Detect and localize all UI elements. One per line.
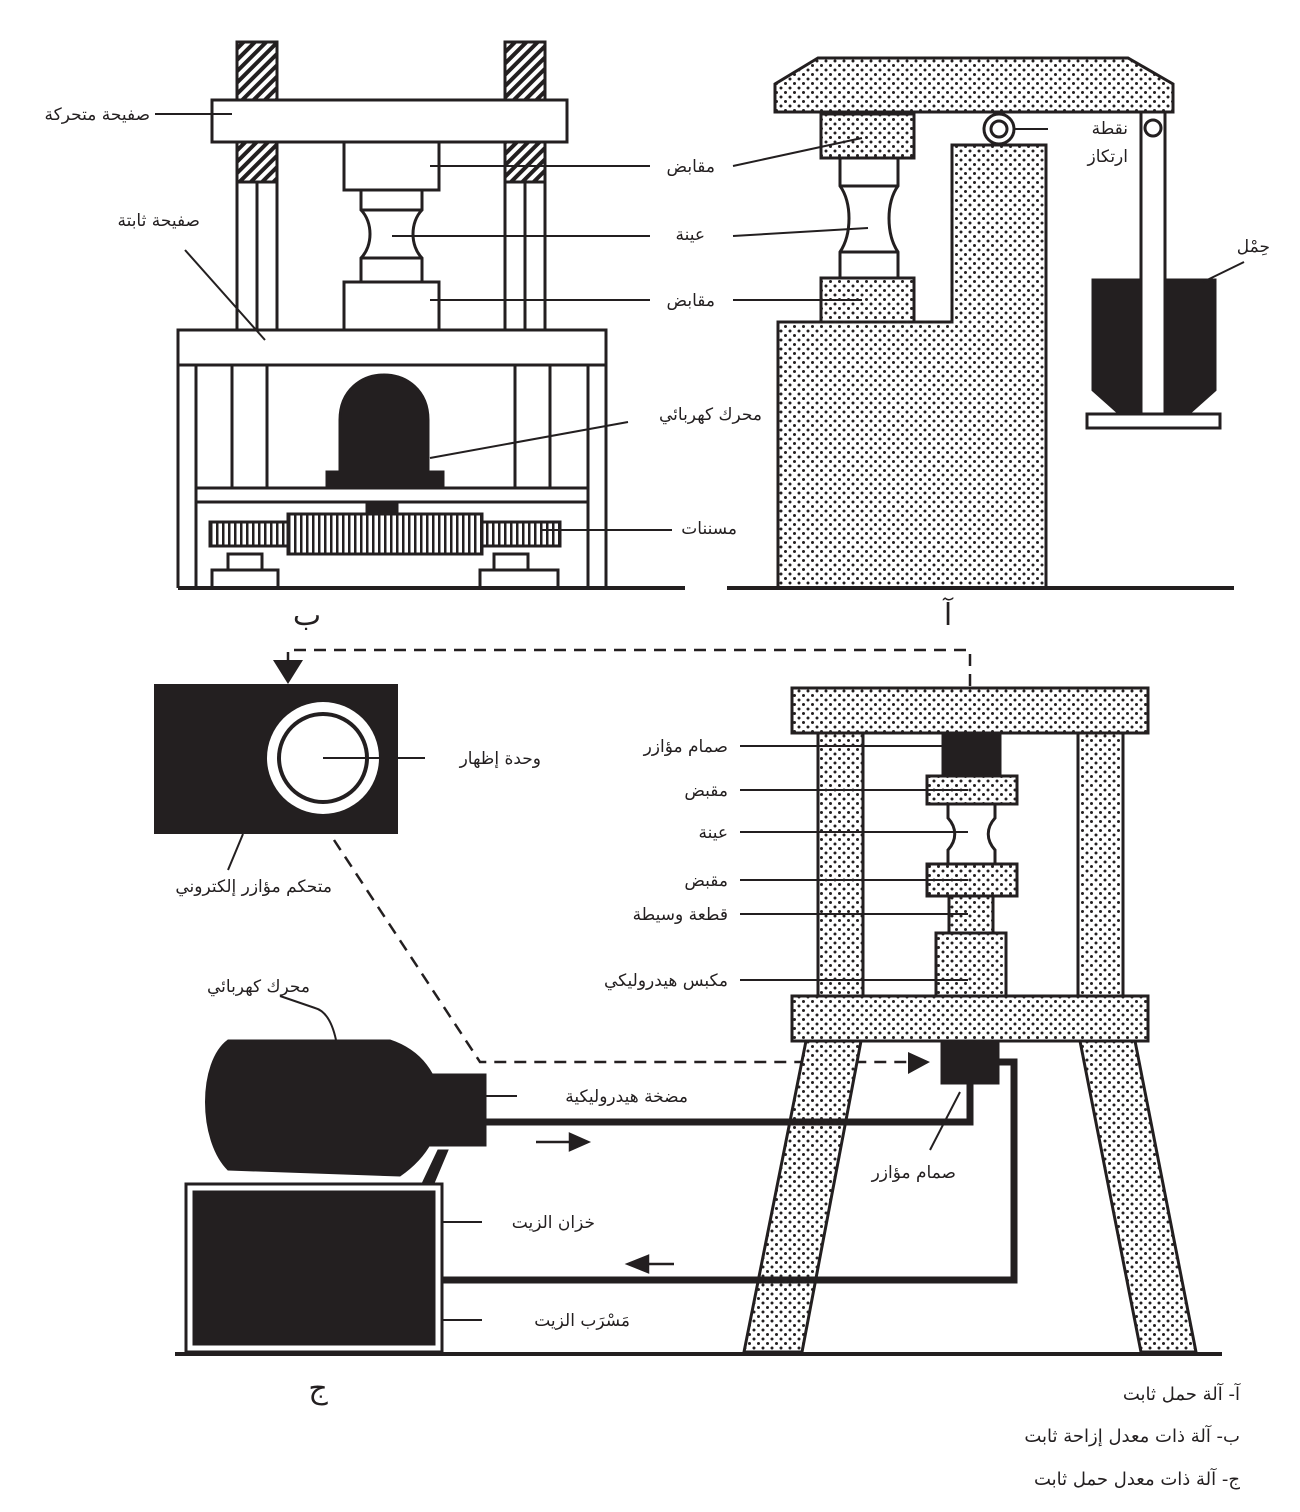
label-grips-top-b: مقابض [667, 157, 715, 177]
electronic-servo-controller [154, 684, 425, 871]
panel-a-constant-load-machine [727, 56, 1245, 590]
control-signal-lines [286, 648, 972, 1064]
column-top-left [235, 40, 279, 102]
gear-large [286, 512, 484, 556]
label-hydraulic-press: مكبس هيدروليكي [604, 971, 728, 991]
label-load: حِمْل [1237, 237, 1270, 257]
label-specimen-c: عينة [698, 823, 728, 843]
frame-leg-right [1076, 731, 1125, 998]
legend-item-c: ج- آلة ذات معدل حمل ثابت [1034, 1467, 1240, 1490]
electric-motor-b [338, 373, 430, 476]
panel-a-labels: نقطة ارتكاز حِمْل آ [942, 119, 1270, 633]
flow-arrow-right [568, 1132, 592, 1152]
frame-leg-left [816, 731, 865, 998]
label-oil-tank: خزان الزيت [512, 1213, 595, 1233]
panel-c-frame [742, 686, 1198, 1354]
load-hanger [1139, 110, 1167, 416]
servo-valve-bottom [940, 1039, 1000, 1085]
label-oil-drain: مَسْرَب الزيت [534, 1311, 630, 1331]
servo-valve-top [941, 731, 1002, 778]
hydraulic-lines [440, 1058, 1018, 1284]
stand-leg-right [1078, 1039, 1198, 1354]
hydraulic-press [934, 931, 1008, 998]
panel-letter-c: ج [308, 1371, 328, 1406]
panel-c-labels: صمام مؤازر مقبض عينة مقبض قطعة وسيطة مكب… [175, 737, 956, 1406]
column-top-right [503, 40, 547, 102]
label-display-unit: وحدة إظهار [459, 749, 541, 769]
panel-b-constant-displacement-machine [155, 40, 685, 590]
upper-grip-a [819, 112, 916, 160]
label-servo-valve-top: صمام مؤازر [643, 737, 728, 757]
label-gears: مسننات [681, 519, 737, 539]
frame-body-a [776, 143, 1048, 590]
legend: آ- آلة حمل ثابت ب- آلة ذات معدل إزاحة ثا… [1024, 1382, 1241, 1490]
lever-beam [773, 56, 1175, 114]
oil-tank [184, 1182, 444, 1354]
moving-plate [210, 98, 569, 144]
label-pivot-line2: ارتكاز [1087, 147, 1128, 167]
electric-motor-c [205, 1039, 487, 1189]
label-motor-b: محرك كهربائي [659, 405, 762, 425]
label-servo-valve-bottom: صمام مؤازر [871, 1163, 956, 1183]
specimen-c [946, 802, 997, 866]
label-hydraulic-pump: مضخة هيدروليكية [565, 1087, 688, 1107]
hydraulic-pump [411, 1073, 487, 1147]
label-grips-bottom-b: مقابض [667, 291, 715, 311]
label-spacer: قطعة وسيطة [633, 905, 728, 925]
lower-grip [342, 280, 441, 332]
stand-leg-left [742, 1039, 863, 1354]
label-grip-top-c: مقبض [684, 781, 728, 801]
label-motor-c: محرك كهربائي [207, 977, 310, 997]
frame-top-crosshead [790, 686, 1150, 735]
column-mid-left [235, 140, 279, 184]
fixed-plate [176, 328, 608, 367]
panel-letter-a: آ [942, 597, 954, 633]
column-mid-right [503, 140, 547, 184]
legend-item-a: آ- آلة حمل ثابت [1123, 1382, 1241, 1405]
panel-letter-b: ب [293, 598, 321, 633]
panel-b-labels: صفيحة متحركة صفيحة ثابتة مقابض عينة مقاب… [45, 105, 762, 633]
label-grip-bottom-c: مقبض [684, 871, 728, 891]
load-weight [1091, 278, 1143, 416]
legend-item-b: ب- آلة ذات معدل إزاحة ثابت [1024, 1424, 1240, 1447]
label-fixed-plate: صفيحة ثابتة [117, 211, 200, 231]
frame-bottom-crosshead [790, 994, 1150, 1043]
label-pivot-line1: نقطة [1092, 119, 1128, 139]
flow-arrow-left [624, 1254, 650, 1274]
arrow-to-controller [273, 660, 303, 684]
label-moving-plate: صفيحة متحركة [45, 105, 150, 125]
arrow-to-servo-valve [908, 1052, 930, 1074]
specimen-a [838, 156, 900, 280]
label-electronic-controller: متحكم مؤازر إلكتروني [175, 877, 332, 897]
upper-grip [342, 140, 441, 192]
gear-crossbar [194, 486, 590, 504]
label-specimen-b: عينة [675, 225, 705, 245]
